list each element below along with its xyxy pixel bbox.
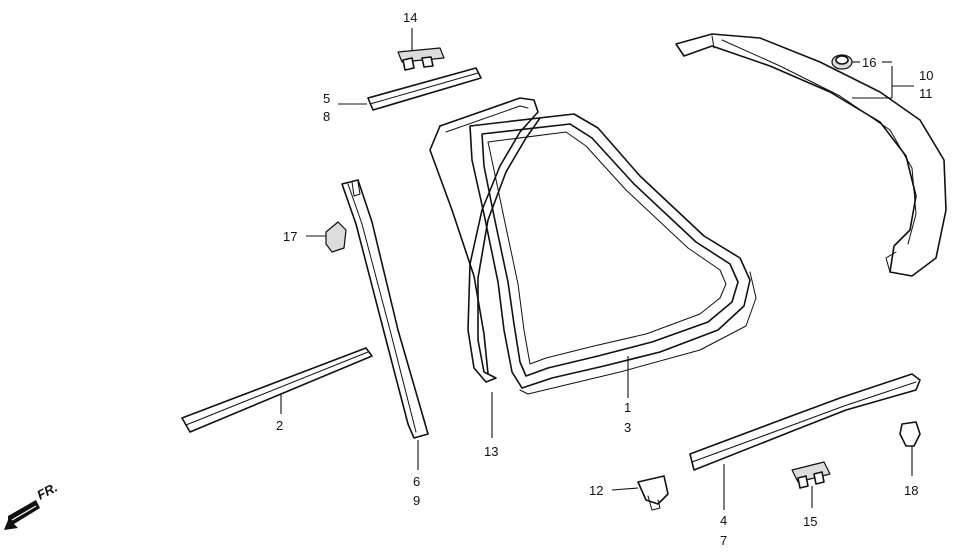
callout-8: 8 [323,109,330,124]
callout-9: 9 [413,493,420,508]
part-13-quarter-seal [429,97,541,383]
callout-15: 15 [803,514,817,529]
part-6-9-pillar-molding [341,179,429,470]
callout-1: 1 [624,400,631,415]
callout-4: 4 [720,513,727,528]
callout-2: 2 [276,418,283,433]
callout-7: 7 [720,533,727,548]
callout-3: 3 [624,420,631,435]
callout-16: 16 [862,55,876,70]
part-14-clip [397,28,445,71]
part-12-clip [611,475,669,511]
part-17-clip [306,221,347,253]
callout-13: 13 [484,444,498,459]
front-indicator-label: FR. [34,480,60,503]
callout-6: 6 [413,474,420,489]
part-5-8-upper-molding [338,67,482,111]
callout-17: 17 [283,229,297,244]
callout-14: 14 [403,10,417,25]
part-4-7-rear-molding [689,373,921,510]
part-15-clip [791,461,831,508]
front-arrow-icon [4,500,40,530]
part-18-clip [899,421,921,476]
part-16-grommet [831,54,892,70]
part-1-3-quarter-glass [469,113,757,395]
part-2-door-molding [181,347,373,433]
callout-11: 11 [919,86,933,101]
callout-12: 12 [589,483,603,498]
part-10-11-roof-molding [675,33,947,277]
callout-5: 5 [323,91,330,106]
callout-10: 10 [919,68,933,83]
callout-18: 18 [904,483,918,498]
